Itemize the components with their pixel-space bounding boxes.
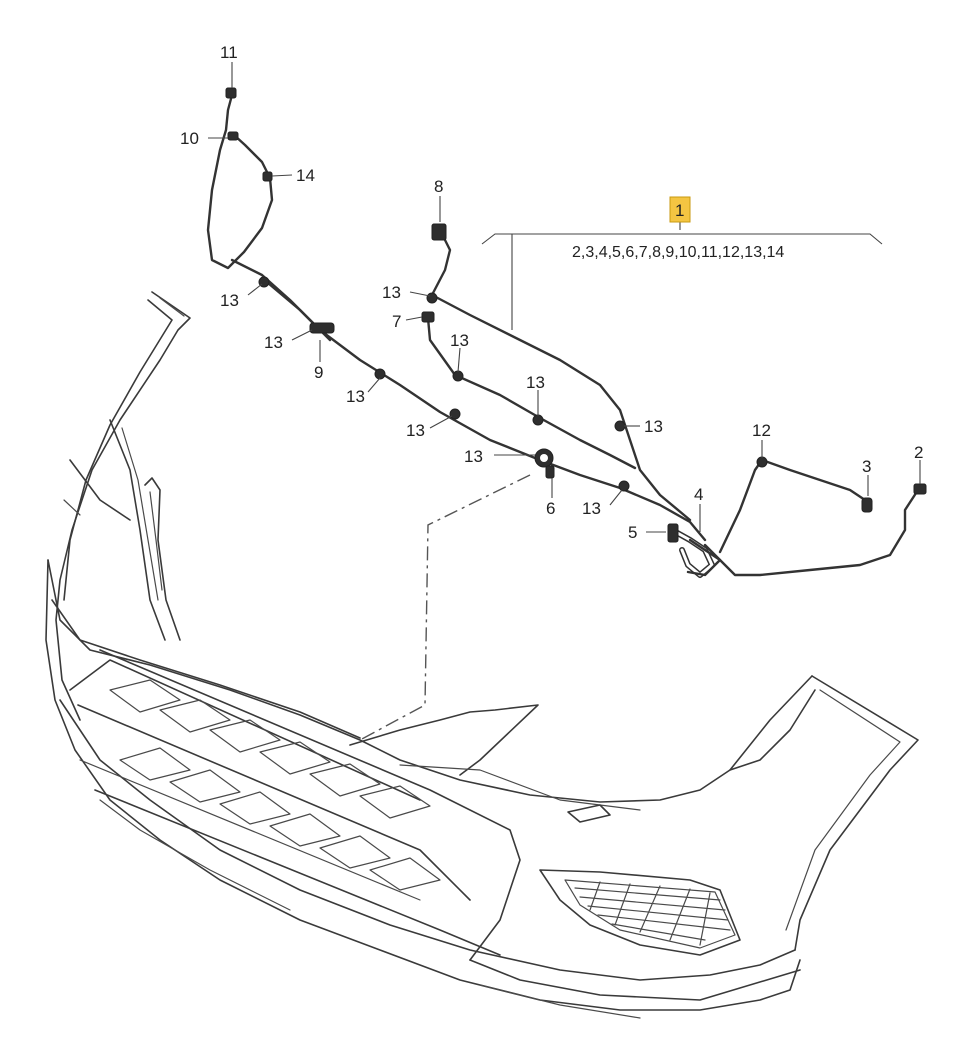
- connector-8-icon: [431, 223, 447, 241]
- connector-5-icon: [667, 523, 679, 543]
- callout-11: 11: [220, 43, 238, 62]
- mounting-leader: [359, 474, 531, 741]
- callout-5: 5: [628, 523, 637, 542]
- connector-11-icon: [225, 87, 237, 99]
- connector-3-icon: [861, 497, 873, 513]
- callout-13: 13: [220, 291, 239, 310]
- callouts: 1 2,3,4,5,6,7,8,9,10,11,12,13,14 11 10 1…: [180, 43, 923, 542]
- sensor-6-center-icon: [540, 454, 548, 462]
- callout-12: 12: [752, 421, 771, 440]
- clip-13-icon: [532, 414, 544, 426]
- callout-6: 6: [546, 499, 555, 518]
- front-bumper: [45, 291, 919, 1019]
- callout-8: 8: [434, 177, 443, 196]
- callout-10: 10: [180, 129, 199, 148]
- callout-13: 13: [582, 499, 601, 518]
- connector-7-icon: [421, 311, 435, 323]
- callout-7: 7: [392, 312, 401, 331]
- callout-3: 3: [862, 457, 871, 476]
- callout-13: 13: [464, 447, 483, 466]
- callout-13: 13: [406, 421, 425, 440]
- callout-2: 2: [914, 443, 923, 462]
- callout-13: 13: [382, 283, 401, 302]
- clip-13-icon: [374, 368, 386, 380]
- wiring-harness: [206, 93, 920, 578]
- callout-13: 13: [526, 373, 545, 392]
- clip-13-icon: [426, 292, 438, 304]
- assembly-highlight: [669, 196, 691, 223]
- callout-13: 13: [264, 333, 283, 352]
- connector-10-icon: [227, 131, 239, 141]
- clip-13-icon: [449, 408, 461, 420]
- sensor-9-icon: [309, 322, 335, 334]
- leader-lines: [208, 62, 921, 533]
- callout-1: 1: [675, 201, 684, 220]
- callout-13: 13: [450, 331, 469, 350]
- clip-12-icon: [756, 456, 768, 468]
- clip-13-icon: [618, 480, 630, 492]
- clip-13-icon: [614, 420, 626, 432]
- clip-14-icon: [262, 171, 273, 182]
- callout-14: 14: [296, 166, 315, 185]
- assembly-contents: 2,3,4,5,6,7,8,9,10,11,12,13,14: [572, 244, 784, 261]
- callout-13: 13: [346, 387, 365, 406]
- callout-9: 9: [314, 363, 323, 382]
- callout-13: 13: [644, 417, 663, 436]
- sensors: [225, 87, 927, 543]
- callout-4: 4: [694, 485, 703, 504]
- clip-13-icon: [452, 370, 464, 382]
- connector-2-icon: [913, 483, 927, 495]
